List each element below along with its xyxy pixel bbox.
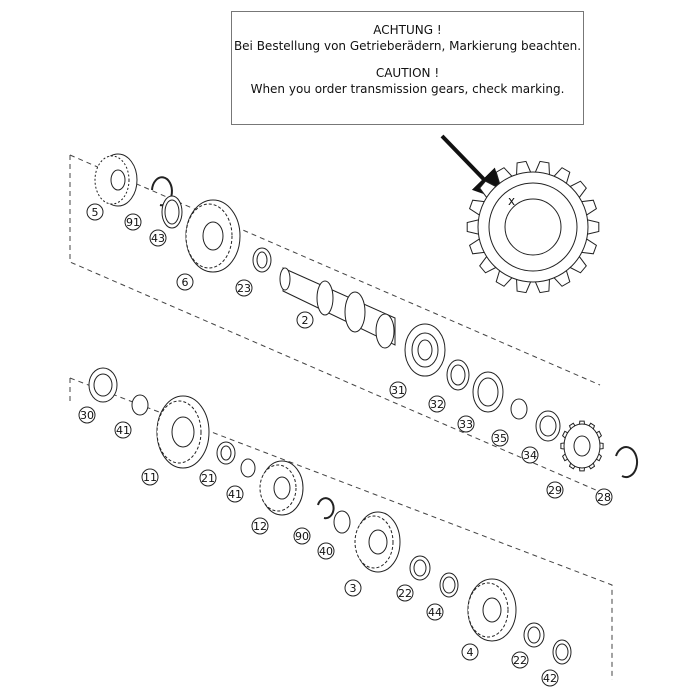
caution-notice-box: ACHTUNG ! Bei Bestellung von Getrieberäd… bbox=[231, 11, 584, 125]
lower-shaft-group-outline bbox=[69, 377, 613, 680]
washer-44 bbox=[439, 572, 459, 598]
callout-21: 21 bbox=[199, 469, 217, 487]
svg-text:3: 3 bbox=[350, 582, 357, 595]
ball-bearing-31 bbox=[404, 323, 446, 377]
bushing-22-lower bbox=[523, 622, 545, 648]
svg-text:41: 41 bbox=[228, 488, 242, 501]
washer-43 bbox=[161, 195, 183, 229]
sprocket-29 bbox=[560, 420, 604, 472]
circlip-28 bbox=[615, 446, 639, 479]
callout-29: 29 bbox=[546, 481, 564, 499]
svg-text:42: 42 bbox=[543, 672, 557, 685]
callout-34: 34 bbox=[521, 446, 539, 464]
svg-text:40: 40 bbox=[319, 545, 333, 558]
callout-41-upper: 41 bbox=[114, 421, 132, 439]
callout-22-lower: 22 bbox=[511, 651, 529, 669]
callout-42: 42 bbox=[541, 669, 559, 687]
svg-text:90: 90 bbox=[295, 530, 309, 543]
callout-5: 5 bbox=[86, 203, 104, 221]
callout-23: 23 bbox=[235, 279, 253, 297]
callout-12: 12 bbox=[251, 517, 269, 535]
svg-text:35: 35 bbox=[493, 432, 507, 445]
needle-bearing-23 bbox=[252, 247, 272, 273]
svg-text:4: 4 bbox=[467, 646, 474, 659]
svg-text:32: 32 bbox=[430, 398, 444, 411]
callout-44: 44 bbox=[426, 603, 444, 621]
gear-4 bbox=[467, 578, 517, 642]
washer-41-upper bbox=[131, 394, 149, 416]
callout-28: 28 bbox=[595, 488, 613, 506]
callout-33: 33 bbox=[457, 415, 475, 433]
callout-32: 32 bbox=[428, 395, 446, 413]
notice-english-text: When you order transmission gears, check… bbox=[250, 82, 565, 96]
spacer-34 bbox=[535, 410, 561, 442]
callout-91: 91 bbox=[124, 213, 142, 231]
svg-text:91: 91 bbox=[126, 216, 140, 229]
gear-12 bbox=[259, 460, 304, 516]
callout-31: 31 bbox=[389, 381, 407, 399]
callout-11: 11 bbox=[141, 468, 159, 486]
washer-40 bbox=[333, 510, 351, 534]
svg-text:21: 21 bbox=[201, 472, 215, 485]
o-ring-35 bbox=[510, 398, 528, 420]
bushing-22-upper bbox=[409, 555, 431, 581]
svg-text:41: 41 bbox=[116, 424, 130, 437]
notice-german-text: Bei Bestellung von Getrieberädern, Marki… bbox=[233, 39, 582, 53]
callout-35: 35 bbox=[491, 429, 509, 447]
callout-6: 6 bbox=[176, 273, 194, 291]
washer-41-lower bbox=[240, 458, 256, 478]
callout-22-upper: 22 bbox=[396, 584, 414, 602]
svg-text:22: 22 bbox=[398, 587, 412, 600]
washer-32 bbox=[446, 359, 470, 391]
svg-text:6: 6 bbox=[182, 276, 189, 289]
svg-text:11: 11 bbox=[143, 471, 157, 484]
svg-text:22: 22 bbox=[513, 654, 527, 667]
svg-text:5: 5 bbox=[92, 206, 99, 219]
marking-x-symbol: x bbox=[508, 194, 515, 208]
callout-41-lower: 41 bbox=[226, 485, 244, 503]
bushing-21 bbox=[216, 441, 236, 465]
notice-german-title: ACHTUNG ! bbox=[373, 23, 442, 37]
callout-30: 30 bbox=[78, 406, 96, 424]
svg-text:44: 44 bbox=[428, 606, 442, 619]
gear-3 bbox=[354, 511, 401, 573]
main-shaft-2 bbox=[279, 267, 396, 349]
callout-40: 40 bbox=[317, 542, 335, 560]
callout-4: 4 bbox=[461, 643, 479, 661]
svg-text:34: 34 bbox=[523, 449, 537, 462]
svg-text:23: 23 bbox=[237, 282, 251, 295]
svg-text:43: 43 bbox=[151, 232, 165, 245]
svg-text:30: 30 bbox=[80, 409, 94, 422]
notice-english-title: CAUTION ! bbox=[375, 66, 440, 80]
callout-2: 2 bbox=[296, 311, 314, 329]
detail-gear-with-marking: x bbox=[466, 160, 600, 294]
callout-90: 90 bbox=[293, 527, 311, 545]
svg-text:28: 28 bbox=[597, 491, 611, 504]
svg-text:31: 31 bbox=[391, 384, 405, 397]
washer-42 bbox=[552, 639, 572, 665]
gear-11 bbox=[156, 395, 210, 469]
bearing-30 bbox=[88, 367, 118, 403]
svg-text:2: 2 bbox=[302, 314, 309, 327]
seal-ring-33 bbox=[472, 371, 504, 413]
gear-6 bbox=[185, 199, 241, 273]
callout-3: 3 bbox=[344, 579, 362, 597]
svg-text:12: 12 bbox=[253, 520, 267, 533]
circlip-90 bbox=[317, 497, 335, 520]
upper-shaft-group-outline bbox=[69, 154, 613, 498]
svg-text:33: 33 bbox=[459, 418, 473, 431]
svg-text:29: 29 bbox=[548, 484, 562, 497]
gear-5 bbox=[94, 153, 138, 207]
callout-43: 43 bbox=[149, 229, 167, 247]
